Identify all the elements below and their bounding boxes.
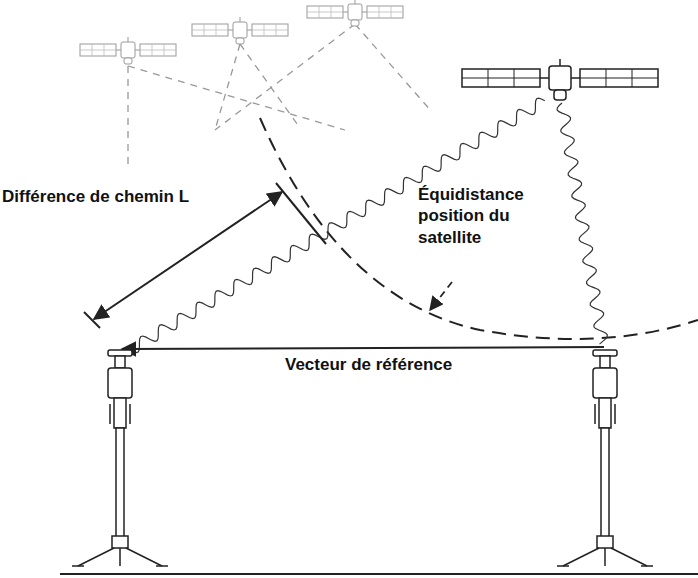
- satellite: [462, 59, 658, 100]
- reference-vector: [122, 347, 604, 349]
- ground: [60, 573, 698, 575]
- signal-wave: [557, 103, 607, 344]
- signal-wave: [130, 98, 545, 353]
- satellite-ghost: [307, 0, 403, 26]
- label: Différence de chemin L: [2, 186, 242, 207]
- satellite-ghost: [80, 37, 176, 64]
- satellite-ghost: [192, 17, 288, 44]
- leader-line: [430, 282, 452, 310]
- label: Vecteur de référence: [285, 354, 525, 375]
- equidistance-arc: [260, 118, 698, 339]
- label: Équidistance position du satellite: [418, 184, 568, 248]
